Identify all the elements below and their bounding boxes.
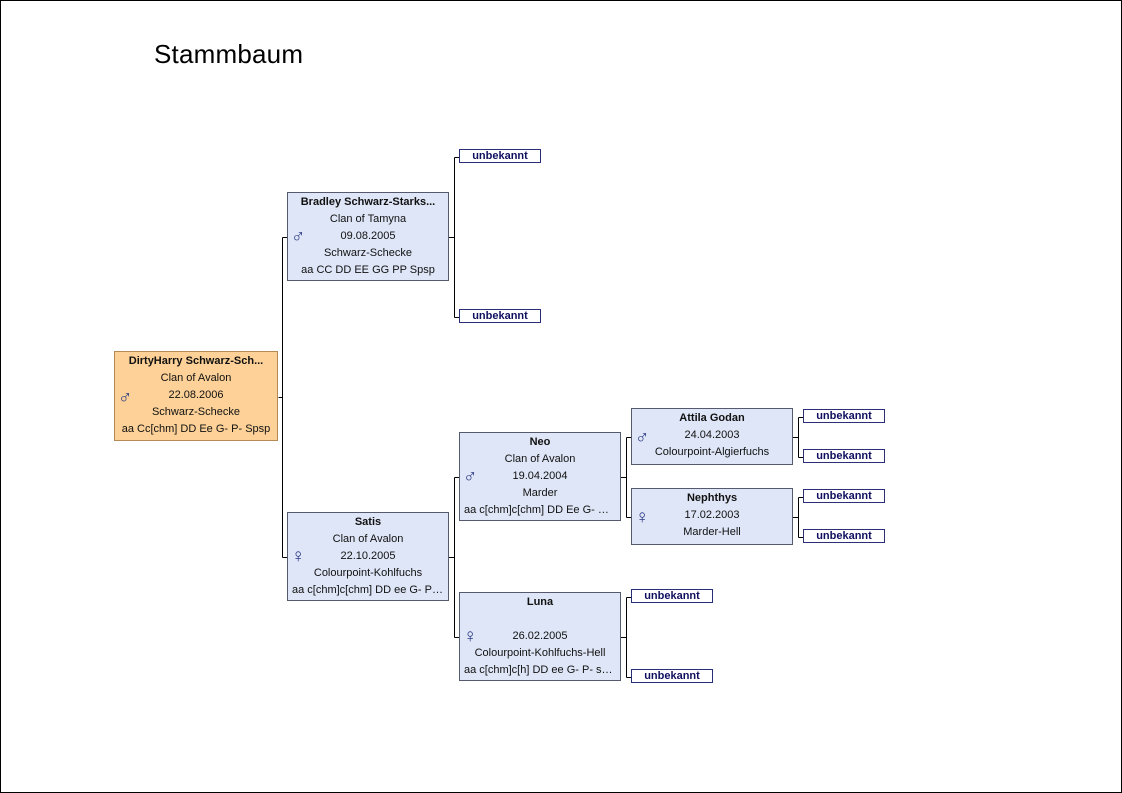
male-icon: ♂	[291, 226, 306, 247]
animal-birthdate: 24.04.2003	[684, 429, 740, 441]
female-icon: ♀	[463, 626, 478, 647]
animal-breeder: Clan of Avalon	[504, 453, 576, 465]
animal-name: DirtyHarry Schwarz-Sch...	[128, 355, 264, 367]
animal-name: Attila Godan	[679, 412, 745, 424]
animal-genotype: aa CC DD EE GG PP Spsp	[301, 264, 435, 276]
connector-root	[278, 237, 288, 558]
animal-birthdate: 17.02.2003	[684, 509, 740, 521]
male-icon: ♂	[118, 387, 133, 408]
animal-breeder: Clan of Avalon	[160, 372, 232, 384]
animal-genotype: aa c[chm]c[h] DD ee G- P- spsp	[464, 664, 620, 676]
animal-genotype: aa c[chm]c[chm] DD ee G- P-...	[292, 584, 445, 596]
animal-birthdate: 19.04.2004	[512, 470, 568, 482]
animal-card-root[interactable]: DirtyHarry Schwarz-Sch... Clan of Avalon…	[114, 351, 278, 441]
animal-card-attila[interactable]: Attila Godan 24.04.2003 Colourpoint-Algi…	[631, 408, 793, 465]
animal-breeder	[460, 611, 620, 628]
connector-mother	[449, 477, 460, 638]
animal-birthdate: 22.10.2005	[340, 550, 396, 562]
animal-color: Marder-Hell	[683, 526, 741, 538]
female-icon: ♀	[291, 546, 306, 567]
unknown-father-of-attila[interactable]: unbekannt	[803, 409, 885, 423]
animal-color: Colourpoint-Kohlfuchs-Hell	[474, 647, 606, 659]
animal-birthdate: 22.08.2006	[168, 389, 224, 401]
animal-color: Colourpoint-Algierfuchs	[654, 446, 770, 458]
unknown-mother-of-attila[interactable]: unbekannt	[803, 449, 885, 463]
animal-card-father[interactable]: Bradley Schwarz-Starks... Clan of Tamyna…	[287, 192, 449, 281]
connector-neo	[621, 437, 632, 518]
animal-breeder: Clan of Avalon	[332, 533, 404, 545]
animal-card-neo[interactable]: Neo Clan of Avalon 19.04.2004 Marder aa …	[459, 432, 621, 521]
animal-birthdate: 26.02.2005	[512, 630, 568, 642]
connector-nephthys	[793, 497, 804, 538]
animal-card-luna[interactable]: Luna 26.02.2005 Colourpoint-Kohlfuchs-He…	[459, 592, 621, 681]
connector-father	[449, 157, 460, 318]
male-icon: ♂	[463, 466, 478, 487]
animal-color: Colourpoint-Kohlfuchs	[313, 567, 423, 579]
animal-name: Nephthys	[686, 492, 738, 504]
animal-genotype: aa Cc[chm] DD Ee G- P- Spsp	[121, 423, 271, 435]
unknown-mother-of-bradley[interactable]: unbekannt	[459, 309, 541, 323]
animal-name: Satis	[354, 516, 382, 528]
animal-color: Schwarz-Schecke	[323, 247, 413, 259]
animal-name: Luna	[526, 596, 554, 608]
animal-name: Neo	[529, 436, 551, 448]
unknown-mother-of-nephthys[interactable]: unbekannt	[803, 529, 885, 543]
animal-genotype: aa c[chm]c[chm] DD Ee G- P-...	[464, 504, 619, 516]
animal-name: Bradley Schwarz-Starks...	[300, 196, 436, 208]
animal-birthdate: 09.08.2005	[340, 230, 396, 242]
unknown-father-of-nephthys[interactable]: unbekannt	[803, 489, 885, 503]
page-title: Stammbaum	[154, 39, 304, 69]
animal-breeder: Clan of Tamyna	[329, 213, 407, 225]
animal-color: Schwarz-Schecke	[151, 406, 241, 418]
animal-color: Marder	[522, 487, 558, 499]
animal-card-mother[interactable]: Satis Clan of Avalon 22.10.2005 Colourpo…	[287, 512, 449, 601]
female-icon: ♀	[635, 507, 650, 528]
unknown-father-of-luna[interactable]: unbekannt	[631, 589, 713, 603]
connector-luna	[621, 597, 632, 678]
animal-card-nephthys[interactable]: Nephthys 17.02.2003 Marder-Hell ♀	[631, 488, 793, 545]
male-icon: ♂	[635, 427, 650, 448]
unknown-mother-of-luna[interactable]: unbekannt	[631, 669, 713, 683]
connector-attila	[793, 417, 804, 458]
unknown-father-of-bradley[interactable]: unbekannt	[459, 149, 541, 163]
